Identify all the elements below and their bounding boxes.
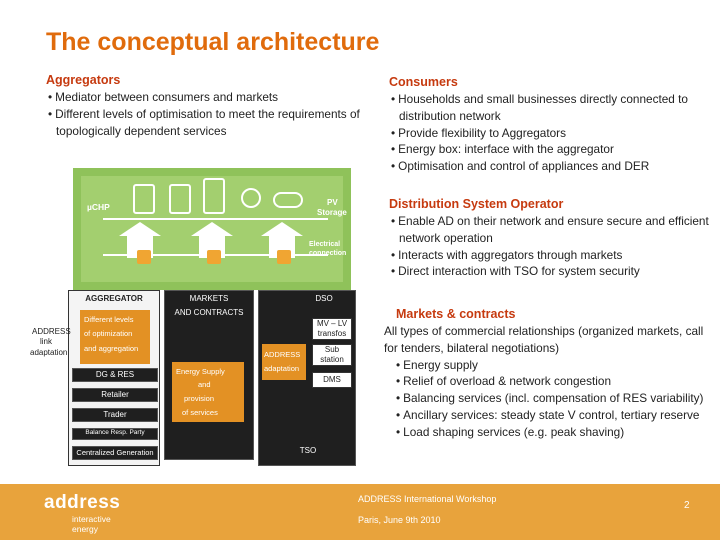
dg-res-label: DG & RES: [95, 370, 135, 379]
markets-item: Ancillary services: steady state V contr…: [384, 407, 714, 424]
consumer-diagram: µCHP PV Storage Electrical connection: [73, 168, 351, 290]
event-name: ADDRESS International Workshop: [358, 494, 497, 504]
centralized-gen-label: Centralized Generation: [76, 448, 154, 457]
retailer-box: [72, 388, 158, 402]
energy-supply-text: Energy Supply: [176, 367, 225, 376]
markets-section: Markets & contracts All types of commerc…: [384, 306, 714, 441]
markets-heading: Markets & contracts: [396, 307, 516, 321]
energy-supply-text: of services: [182, 408, 218, 417]
substation-box: [312, 344, 352, 366]
architecture-diagram: AGGREGATOR Different levels of optimizat…: [68, 288, 358, 466]
aggregator-label: AGGREGATOR: [85, 294, 143, 303]
electrical-connection-label: Electrical connection: [309, 241, 347, 257]
appliance-icon: [133, 184, 155, 214]
trader-box: [72, 408, 158, 422]
brp-label: Balance Resp. Party: [85, 429, 145, 436]
tso-label: TSO: [299, 446, 317, 455]
centralized-gen-box: [72, 446, 158, 460]
energy-supply-box: [172, 362, 244, 422]
dg-res-box: [72, 368, 158, 382]
and-contracts-label: AND CONTRACTS: [174, 308, 244, 317]
dso-item: Direct interaction with TSO for system s…: [389, 263, 709, 280]
address-link-label: ADDRESS: [32, 327, 71, 336]
retailer-label: Retailer: [101, 390, 129, 399]
dso-section: Distribution System Operator Enable AD o…: [389, 196, 709, 280]
optimization-text: Different levels: [84, 315, 134, 324]
aggregators-heading: Aggregators: [46, 73, 121, 87]
dso-item: Enable AD on their network and ensure se…: [389, 213, 709, 247]
energy-box-icon: [137, 250, 151, 264]
substation-label: Sub: [324, 345, 340, 354]
transfos-box: [312, 318, 352, 340]
tagline-line: energy: [72, 524, 98, 534]
energy-supply-text: and: [198, 380, 211, 389]
storage-label: Storage: [317, 208, 347, 217]
dms-box: [312, 372, 352, 388]
page-number: 2: [684, 500, 690, 511]
event-date: Paris, June 9th 2010: [358, 515, 441, 525]
energy-box-icon: [207, 250, 221, 264]
aggregators-section: Aggregators Mediator between consumers a…: [46, 72, 366, 139]
markets-item: Energy supply: [384, 357, 714, 374]
address-adaptation-box: [262, 344, 306, 380]
pchp-label: µCHP: [87, 202, 110, 212]
dso-label: DSO: [315, 294, 333, 303]
transfos-label: transfos: [317, 329, 347, 338]
logo-tagline: interactive energy: [72, 514, 111, 534]
optimization-box: [80, 310, 150, 364]
consumers-item: Households and small businesses directly…: [389, 91, 709, 125]
address-adaptation-text: ADDRESS: [264, 350, 301, 359]
energy-box-icon: [277, 250, 291, 264]
markets-item: Load shaping services (e.g. peak shaving…: [384, 424, 714, 441]
car-icon: [273, 192, 303, 208]
consumers-item: Provide flexibility to Aggregators: [389, 125, 709, 142]
optimization-text: of optimization: [84, 329, 133, 338]
substation-label: station: [320, 355, 344, 364]
address-adaptation-text: adaptation: [264, 364, 300, 373]
footer-bar: address interactive energy ADDRESS Inter…: [0, 484, 720, 540]
aggregators-item: Mediator between consumers and markets: [46, 89, 366, 106]
power-line: [103, 218, 328, 220]
bulb-icon: [241, 188, 261, 208]
consumers-section: Consumers Households and small businesse…: [389, 74, 709, 175]
slide-title: The conceptual architecture: [46, 28, 380, 56]
brp-box: [72, 428, 158, 440]
address-link-label: link: [40, 337, 53, 346]
markets-label: MARKETS: [189, 294, 229, 303]
consumers-item: Optimisation and control of appliances a…: [389, 158, 709, 175]
aggregators-item: Different levels of optimisation to meet…: [46, 106, 366, 140]
consumers-item: Energy box: interface with the aggregato…: [389, 141, 709, 158]
energy-supply-text: provision: [184, 394, 215, 403]
appliance-icon: [169, 184, 191, 214]
dso-item: Interacts with aggregators through marke…: [389, 247, 709, 264]
transfos-label: MV – LV: [316, 319, 348, 328]
markets-intro: All types of commercial relationships (o…: [384, 324, 704, 355]
optimization-text: and aggregation: [84, 344, 139, 353]
consumers-heading: Consumers: [389, 75, 458, 89]
fridge-icon: [203, 178, 225, 214]
address-link-label: adaptation: [30, 348, 68, 357]
address-logo: address: [44, 492, 121, 513]
dso-heading: Distribution System Operator: [389, 197, 564, 211]
pv-label: PV: [327, 198, 338, 207]
tagline-line: interactive: [72, 514, 111, 524]
markets-item: Balancing services (incl. compensation o…: [384, 390, 714, 407]
dms-label: DMS: [323, 375, 341, 384]
markets-item: Relief of overload & network congestion: [384, 373, 714, 390]
trader-label: Trader: [103, 410, 127, 419]
